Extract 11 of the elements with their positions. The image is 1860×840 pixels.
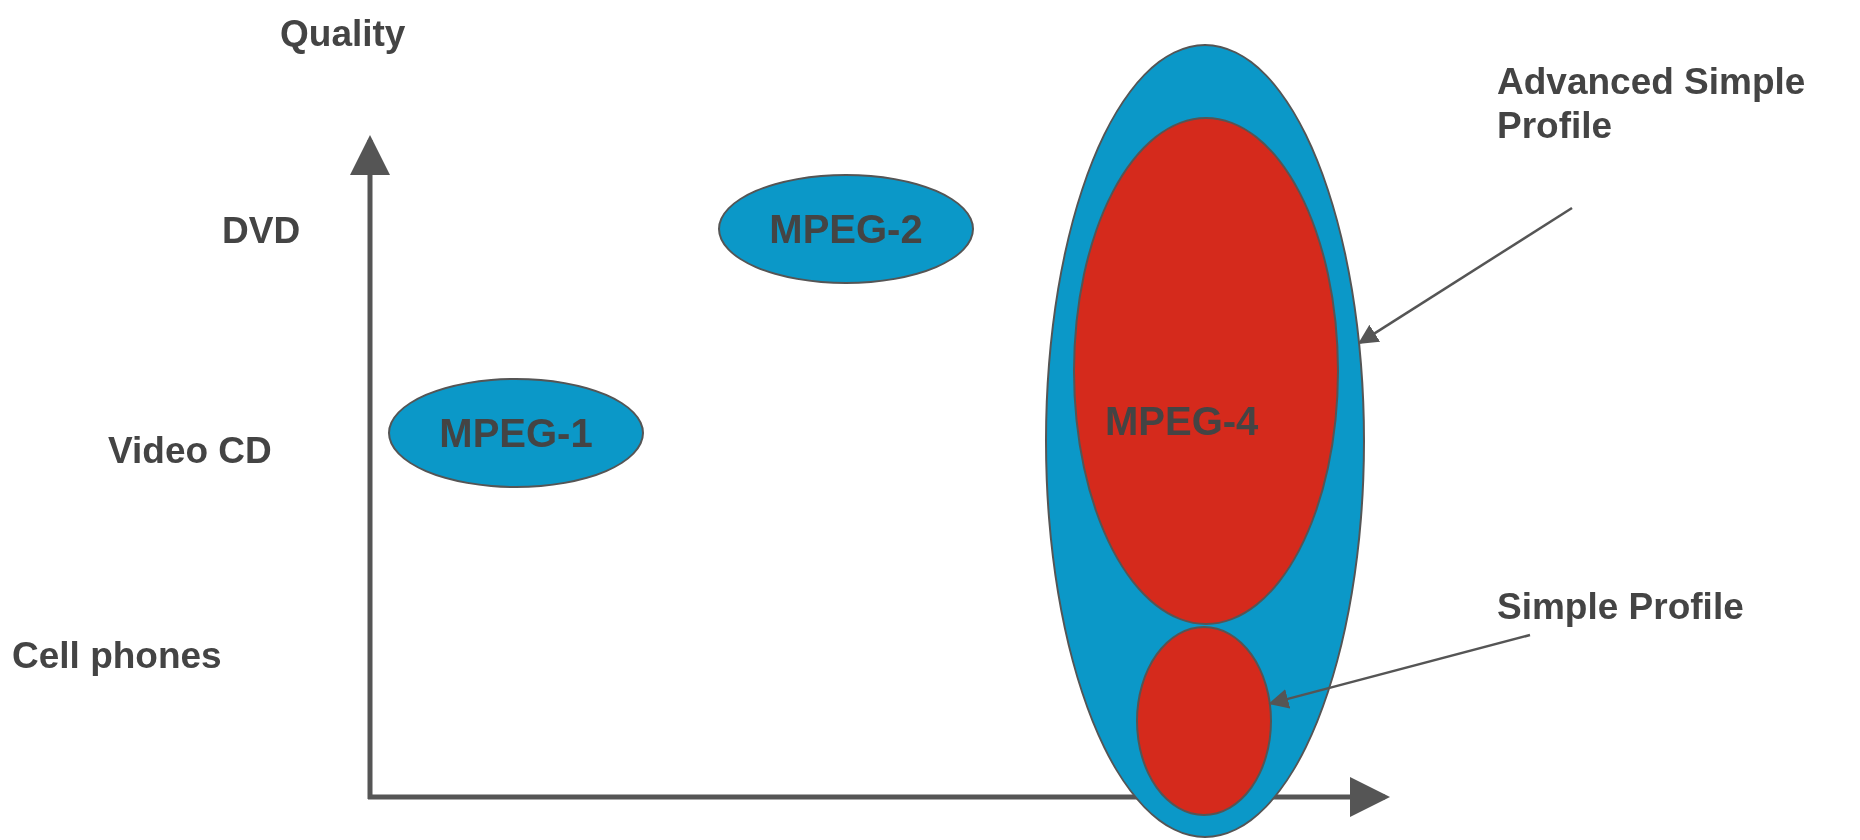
axis-title: Quality bbox=[280, 12, 406, 56]
leader-arrow bbox=[1357, 206, 1573, 344]
axis-category-label: DVD bbox=[222, 209, 301, 253]
inner-ellipse: MPEG-4 bbox=[1073, 117, 1339, 625]
axis-category-label: Cell phones bbox=[12, 634, 222, 678]
callout-label: Simple Profile bbox=[1497, 585, 1827, 629]
leader-arrow bbox=[1268, 633, 1531, 709]
ellipse-shape: MPEG-2 bbox=[718, 174, 974, 284]
callout-label: Advanced Simple Profile bbox=[1497, 60, 1827, 148]
axis-category-label: Video CD bbox=[108, 429, 272, 473]
ellipse-shape: MPEG-1 bbox=[388, 378, 644, 488]
